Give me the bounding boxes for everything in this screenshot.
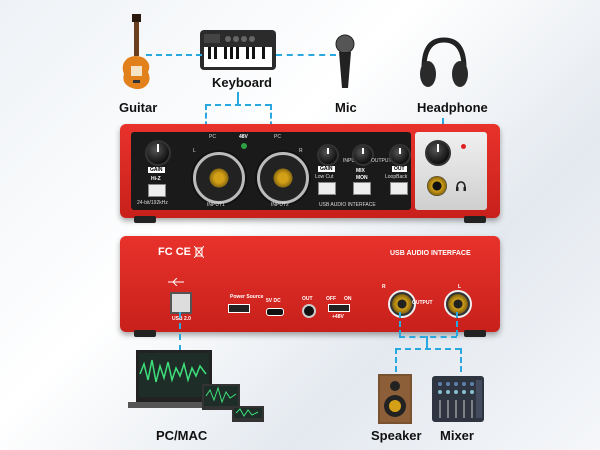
l-label-back: L bbox=[458, 284, 462, 290]
mic-label: Mic bbox=[335, 100, 357, 115]
output-l-jack[interactable] bbox=[444, 290, 472, 318]
headphone-icon bbox=[420, 37, 468, 87]
gain-label-2: GAIN bbox=[318, 166, 335, 172]
pc-left-label: PC bbox=[209, 134, 216, 140]
v48-label: +48V bbox=[332, 314, 344, 320]
pcmac-label: PC/MAC bbox=[156, 428, 208, 443]
input2-label: INPUT2 bbox=[271, 202, 289, 208]
headphone-small-icon bbox=[456, 181, 466, 191]
cable-out-l bbox=[456, 312, 458, 336]
mon-label: MON bbox=[356, 175, 368, 181]
mix-knob[interactable] bbox=[352, 144, 374, 166]
front-face: GAIN Hi-Z 24-bit/192kHz PC L INPUT1 48V … bbox=[131, 132, 411, 210]
usb-symbol-icon bbox=[168, 278, 184, 286]
phantom-label: 48V bbox=[239, 134, 248, 140]
usb2-label: USB 2.0 bbox=[172, 316, 191, 322]
back-foot-right bbox=[464, 330, 486, 337]
headphone-jack[interactable] bbox=[427, 176, 447, 196]
loopback-label: LoopBack bbox=[385, 174, 408, 180]
headphone-section bbox=[415, 132, 487, 210]
mon-button[interactable] bbox=[353, 182, 371, 195]
mix-label: MIX bbox=[356, 168, 365, 174]
input-label: INPUT bbox=[343, 158, 358, 164]
cable-input-bus bbox=[205, 104, 271, 106]
keyboard-label: Keyboard bbox=[212, 75, 272, 90]
out-jack-back[interactable] bbox=[302, 304, 316, 318]
red-led bbox=[461, 144, 466, 149]
computer-icon bbox=[128, 350, 264, 422]
bit-label: 24-bit/192kHz bbox=[137, 200, 168, 206]
cable-keyboard-mic bbox=[276, 54, 336, 56]
mic-icon bbox=[335, 34, 355, 88]
hiz-button[interactable] bbox=[148, 184, 166, 197]
l-label: L bbox=[193, 148, 196, 154]
input1-jack[interactable] bbox=[193, 152, 245, 204]
front-foot-left bbox=[134, 216, 156, 223]
headphone-label: Headphone bbox=[417, 100, 488, 115]
cert-marks: FC CE bbox=[158, 246, 191, 258]
guitar-label: Guitar bbox=[119, 100, 158, 115]
cable-out-r bbox=[399, 312, 401, 336]
input2-jack[interactable] bbox=[257, 152, 309, 204]
low-cut-label: Low Cut bbox=[315, 174, 334, 180]
cable-guitar-keyboard bbox=[146, 54, 202, 56]
cable-speaker-mixer-bus bbox=[395, 348, 461, 350]
hiz-label: Hi-Z bbox=[151, 176, 161, 182]
back-foot-left bbox=[134, 330, 156, 337]
dc-label: 5V DC bbox=[266, 298, 281, 304]
speaker-label: Speaker bbox=[371, 428, 422, 443]
headphone-knob[interactable] bbox=[425, 140, 451, 166]
gain-knob-1[interactable] bbox=[145, 140, 171, 166]
usb-interface-label-back: USB AUDIO INTERFACE bbox=[390, 250, 471, 257]
gain-knob-2[interactable] bbox=[317, 144, 339, 166]
cable-out-drop bbox=[426, 336, 428, 348]
output-r-jack[interactable] bbox=[388, 290, 416, 318]
gain-label-1: GAIN bbox=[148, 167, 165, 173]
out-knob[interactable] bbox=[389, 144, 411, 166]
phantom-switch[interactable] bbox=[328, 304, 350, 312]
off-label: OFF bbox=[326, 296, 336, 302]
cable-input2 bbox=[270, 104, 272, 136]
speaker-icon bbox=[378, 374, 412, 424]
mixer-label: Mixer bbox=[440, 428, 474, 443]
out-label-back: OUT bbox=[302, 296, 313, 302]
front-panel: GAIN Hi-Z 24-bit/192kHz PC L INPUT1 48V … bbox=[120, 124, 500, 223]
keyboard-icon bbox=[200, 30, 276, 70]
low-cut-button[interactable] bbox=[318, 182, 336, 195]
r-label: R bbox=[299, 148, 303, 154]
pc-right-label: PC bbox=[274, 134, 281, 140]
power-switch[interactable] bbox=[228, 304, 250, 313]
bin-icon bbox=[194, 246, 204, 258]
front-foot-right bbox=[464, 216, 486, 223]
cable-speaker bbox=[395, 348, 397, 372]
power-source-label: Power Source bbox=[230, 294, 264, 300]
on-label: ON bbox=[344, 296, 352, 302]
cable-keyboard-drop bbox=[237, 92, 239, 104]
cable-mixer bbox=[460, 348, 462, 372]
dc-port[interactable] bbox=[266, 308, 284, 316]
cable-input1 bbox=[205, 104, 207, 136]
cable-usb-pc bbox=[179, 312, 181, 362]
out-label: OUT bbox=[392, 166, 407, 172]
back-panel: FC CE USB AUDIO INTERFACE USB 2.0 Power … bbox=[120, 236, 500, 337]
usb-audio-label-front: USB AUDIO INTERFACE bbox=[319, 202, 376, 208]
usb-b-port[interactable] bbox=[170, 292, 192, 314]
loopback-button[interactable] bbox=[390, 182, 408, 195]
input1-label: INPUT1 bbox=[207, 202, 225, 208]
output-label: OUTPUT bbox=[371, 158, 392, 164]
mixer-icon bbox=[432, 376, 484, 422]
r-label-back: R bbox=[382, 284, 386, 290]
guitar-icon bbox=[122, 14, 150, 90]
cable-out-bus bbox=[399, 336, 457, 338]
phantom-led bbox=[241, 143, 247, 149]
output-label-back: OUTPUT bbox=[412, 300, 433, 306]
